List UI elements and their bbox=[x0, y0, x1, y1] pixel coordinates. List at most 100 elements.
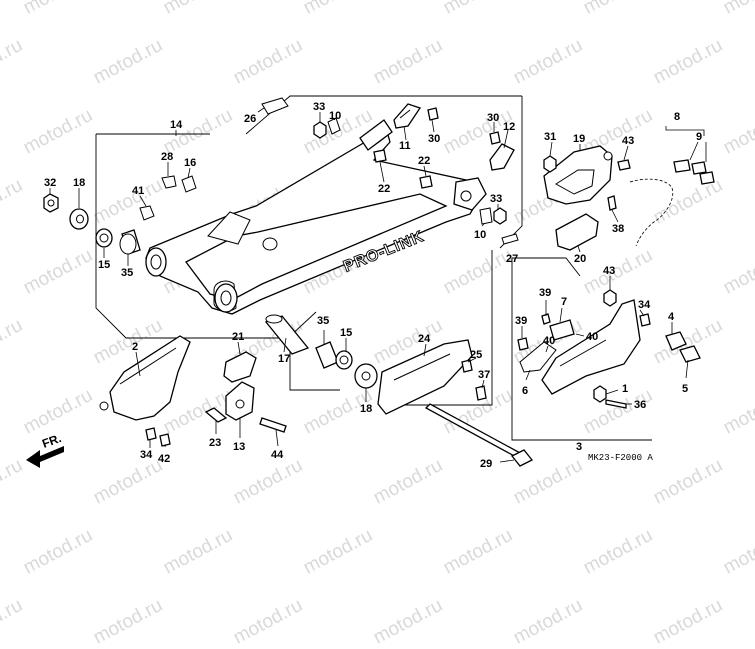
label-27 bbox=[501, 233, 519, 245]
callout-22: 22 bbox=[418, 155, 430, 167]
nut-32 bbox=[43, 193, 59, 213]
callout-7: 7 bbox=[561, 296, 567, 308]
nut-31 bbox=[543, 155, 557, 173]
washer-18 bbox=[69, 208, 89, 230]
callout-35: 35 bbox=[317, 315, 329, 327]
callout-35: 35 bbox=[121, 267, 133, 279]
drive-chain-8 bbox=[629, 178, 674, 247]
nut-25 bbox=[461, 359, 473, 373]
callout-40: 40 bbox=[586, 331, 598, 343]
label-26 bbox=[261, 97, 289, 115]
callout-8: 8 bbox=[674, 111, 680, 123]
callout-25: 25 bbox=[470, 349, 482, 361]
guard-3-assembly bbox=[519, 299, 641, 395]
callout-19: 19 bbox=[573, 133, 585, 145]
bolt-36 bbox=[605, 399, 627, 409]
callout-15: 15 bbox=[98, 259, 110, 271]
callout-27: 27 bbox=[506, 253, 518, 265]
callout-39: 39 bbox=[539, 287, 551, 299]
watermark-text: motod.ru bbox=[0, 594, 27, 649]
callout-29: 29 bbox=[480, 458, 492, 470]
clip-16 bbox=[181, 175, 197, 193]
watermark-text: motod.ru bbox=[230, 594, 307, 649]
callout-18: 18 bbox=[360, 403, 372, 415]
bolt-22-top bbox=[373, 149, 387, 163]
callout-4: 4 bbox=[668, 311, 675, 323]
callout-24: 24 bbox=[418, 333, 431, 345]
bushing-35 bbox=[119, 229, 141, 255]
watermark-text: motod.ru bbox=[370, 594, 447, 649]
callout-30: 30 bbox=[487, 112, 499, 124]
chain-slider-12 bbox=[489, 143, 515, 171]
dust-seal-15-mid bbox=[335, 350, 353, 370]
nut-43-right bbox=[603, 289, 617, 307]
collar-10-top bbox=[327, 117, 341, 135]
watermark-text: motod.ru bbox=[510, 594, 587, 649]
watermark-text: motod.ru bbox=[650, 594, 727, 649]
callout-15: 15 bbox=[340, 327, 352, 339]
callout-28: 28 bbox=[161, 151, 173, 163]
bolt-34-right bbox=[639, 313, 651, 327]
callout-32: 32 bbox=[44, 177, 56, 189]
bushing-35-mid bbox=[315, 341, 339, 369]
clip-28 bbox=[161, 175, 177, 189]
nut-33-right bbox=[493, 207, 507, 225]
callout-2: 2 bbox=[132, 341, 138, 353]
bracket-7 bbox=[549, 319, 575, 341]
callout-36: 36 bbox=[634, 399, 646, 411]
callout-41: 41 bbox=[132, 185, 144, 197]
callout-18: 18 bbox=[73, 177, 85, 189]
collar-42 bbox=[159, 433, 171, 447]
callout-6: 6 bbox=[522, 385, 528, 397]
bolt-34-left bbox=[145, 427, 157, 441]
clamp-5 bbox=[679, 345, 701, 363]
chain-guide-11 bbox=[393, 103, 422, 129]
bolt-37 bbox=[475, 385, 487, 401]
callout-14: 14 bbox=[170, 119, 183, 131]
pipe-17 bbox=[264, 314, 310, 355]
callout-42: 42 bbox=[158, 453, 170, 465]
callout-10: 10 bbox=[329, 110, 341, 122]
bolt-44 bbox=[259, 417, 287, 433]
callout-labels: 14 26 33 10 11 30 30 12 22 22 33 10 27 3… bbox=[44, 101, 702, 470]
bracket-10-right bbox=[479, 207, 493, 225]
group-frame-3 bbox=[511, 257, 652, 441]
bolt-22-right bbox=[419, 175, 433, 189]
rubber-block-20 bbox=[555, 213, 599, 251]
callout-21: 21 bbox=[232, 331, 244, 343]
callout-16: 16 bbox=[184, 157, 196, 169]
clamp-4 bbox=[665, 331, 687, 351]
callout-10: 10 bbox=[474, 229, 486, 241]
front-label: FR. bbox=[40, 431, 63, 451]
callout-23: 23 bbox=[209, 437, 221, 449]
callout-12: 12 bbox=[503, 121, 515, 133]
stopper-21 bbox=[223, 351, 257, 383]
callout-30: 30 bbox=[428, 133, 440, 145]
group-frame-8 bbox=[665, 126, 705, 136]
diagram-code: MK23-F2000 A bbox=[588, 453, 653, 463]
chain-case-2 bbox=[99, 335, 191, 421]
bolt-38 bbox=[607, 195, 617, 211]
chain-case-24 bbox=[377, 339, 473, 415]
chain-joint-9 bbox=[673, 159, 715, 185]
leader-lines bbox=[49, 107, 707, 463]
callout-20: 20 bbox=[574, 253, 586, 265]
bolt-43-top bbox=[617, 159, 631, 171]
swingarm: PRO-LINK bbox=[145, 119, 487, 315]
callout-33: 33 bbox=[490, 193, 502, 205]
callout-3: 3 bbox=[576, 441, 582, 453]
clip-41 bbox=[139, 205, 155, 221]
dust-seal-15 bbox=[95, 228, 113, 248]
callout-22: 22 bbox=[378, 183, 390, 195]
callout-43: 43 bbox=[622, 135, 634, 147]
callout-37: 37 bbox=[478, 369, 490, 381]
chain-guide-slipper-19 bbox=[543, 145, 613, 205]
callout-33: 33 bbox=[313, 101, 325, 113]
pivot-bolt-29 bbox=[424, 403, 534, 467]
callout-43: 43 bbox=[603, 265, 615, 277]
callout-31: 31 bbox=[544, 131, 556, 143]
callout-34: 34 bbox=[140, 449, 153, 461]
watermark-text: motod.ru bbox=[90, 594, 167, 649]
washer-18-mid bbox=[354, 363, 378, 389]
nut-1 bbox=[593, 385, 607, 403]
